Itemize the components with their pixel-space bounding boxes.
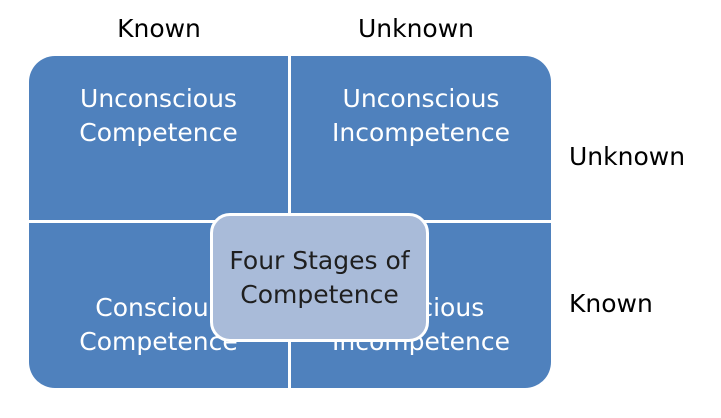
center-title-box: Four Stages of Competence (210, 213, 429, 342)
center-title-line: Four Stages of (229, 245, 410, 275)
quadrant-unconscious-incompetence: Unconscious Incompetence (291, 56, 551, 220)
quadrant-text-line: Conscious (95, 293, 222, 322)
quadrant-text-line: Unconscious (342, 84, 500, 113)
quadrant-text-line: Competence (79, 118, 238, 147)
quadrant-text-line: Unconscious (80, 84, 237, 113)
competence-matrix: Unconscious Competence Unconscious Incom… (29, 56, 551, 388)
column-label-known: Known (117, 14, 201, 43)
row-label-unknown: Unknown (569, 142, 686, 171)
row-label-known: Known (569, 289, 653, 318)
quadrant-unconscious-competence: Unconscious Competence (29, 56, 288, 220)
quadrant-text-line: Incompetence (331, 118, 510, 147)
column-label-unknown: Unknown (357, 14, 475, 43)
quadrant-text-line: Competence (79, 327, 238, 356)
center-title-line: Competence (240, 279, 399, 309)
